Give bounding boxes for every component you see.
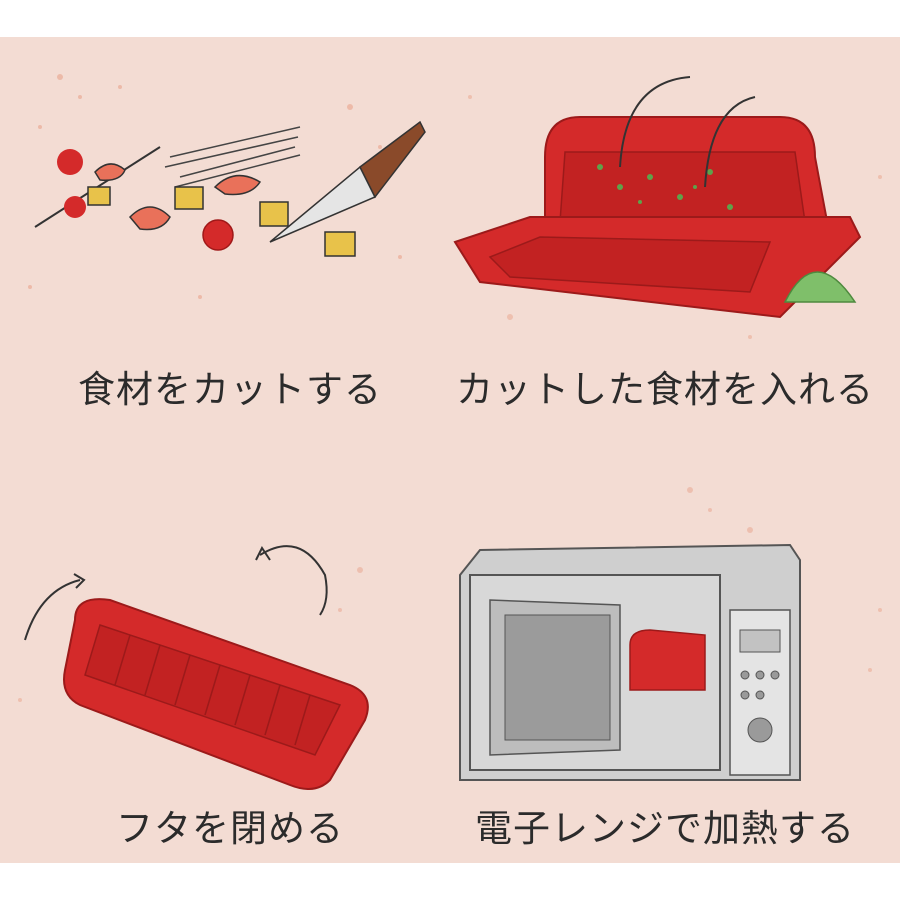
step-microwave-heat: 電子レンジで加熱する bbox=[450, 450, 900, 863]
step-add-ingredients: カットした食材を入れる bbox=[450, 37, 900, 450]
step-caption: カットした食材を入れる bbox=[456, 368, 874, 411]
cutting-illustration bbox=[28, 74, 426, 299]
filling-illustration bbox=[453, 76, 882, 339]
microwave-illustration bbox=[459, 487, 882, 781]
instruction-panel: 食材をカットする カットした食材を入れ bbox=[0, 37, 900, 863]
closing-illustration bbox=[18, 545, 369, 790]
step-caption: 電子レンジで加熱する bbox=[475, 807, 855, 850]
step-cut-ingredients: 食材をカットする bbox=[0, 37, 450, 450]
step-caption: 食材をカットする bbox=[78, 368, 382, 411]
step-caption: フタを閉める bbox=[116, 807, 344, 850]
step-close-lid: フタを閉める bbox=[0, 450, 450, 863]
